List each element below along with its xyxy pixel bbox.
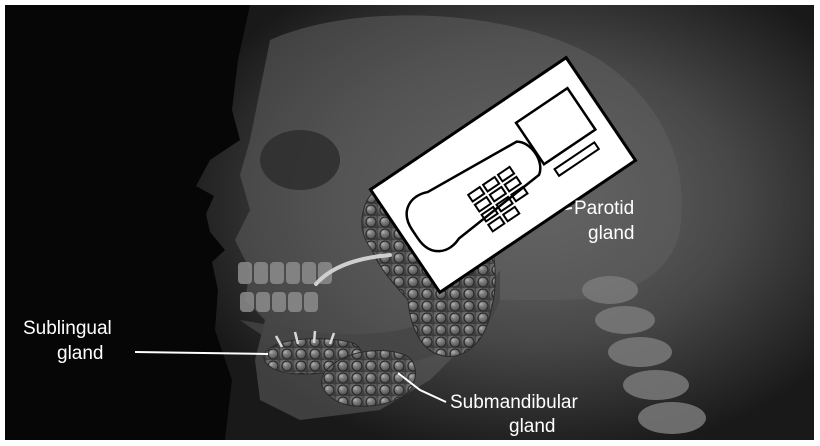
- submandibular-label-line2: gland: [509, 415, 556, 438]
- sublingual-label-line1: Sublingual: [23, 317, 112, 340]
- eye-socket: [260, 130, 340, 190]
- parotid-label-line2: gland: [588, 222, 635, 245]
- sublingual-label-line2: gland: [57, 342, 104, 365]
- submandibular-label-line1: Submandibular: [450, 391, 578, 414]
- parotid-label-line1: Parotid: [574, 197, 634, 220]
